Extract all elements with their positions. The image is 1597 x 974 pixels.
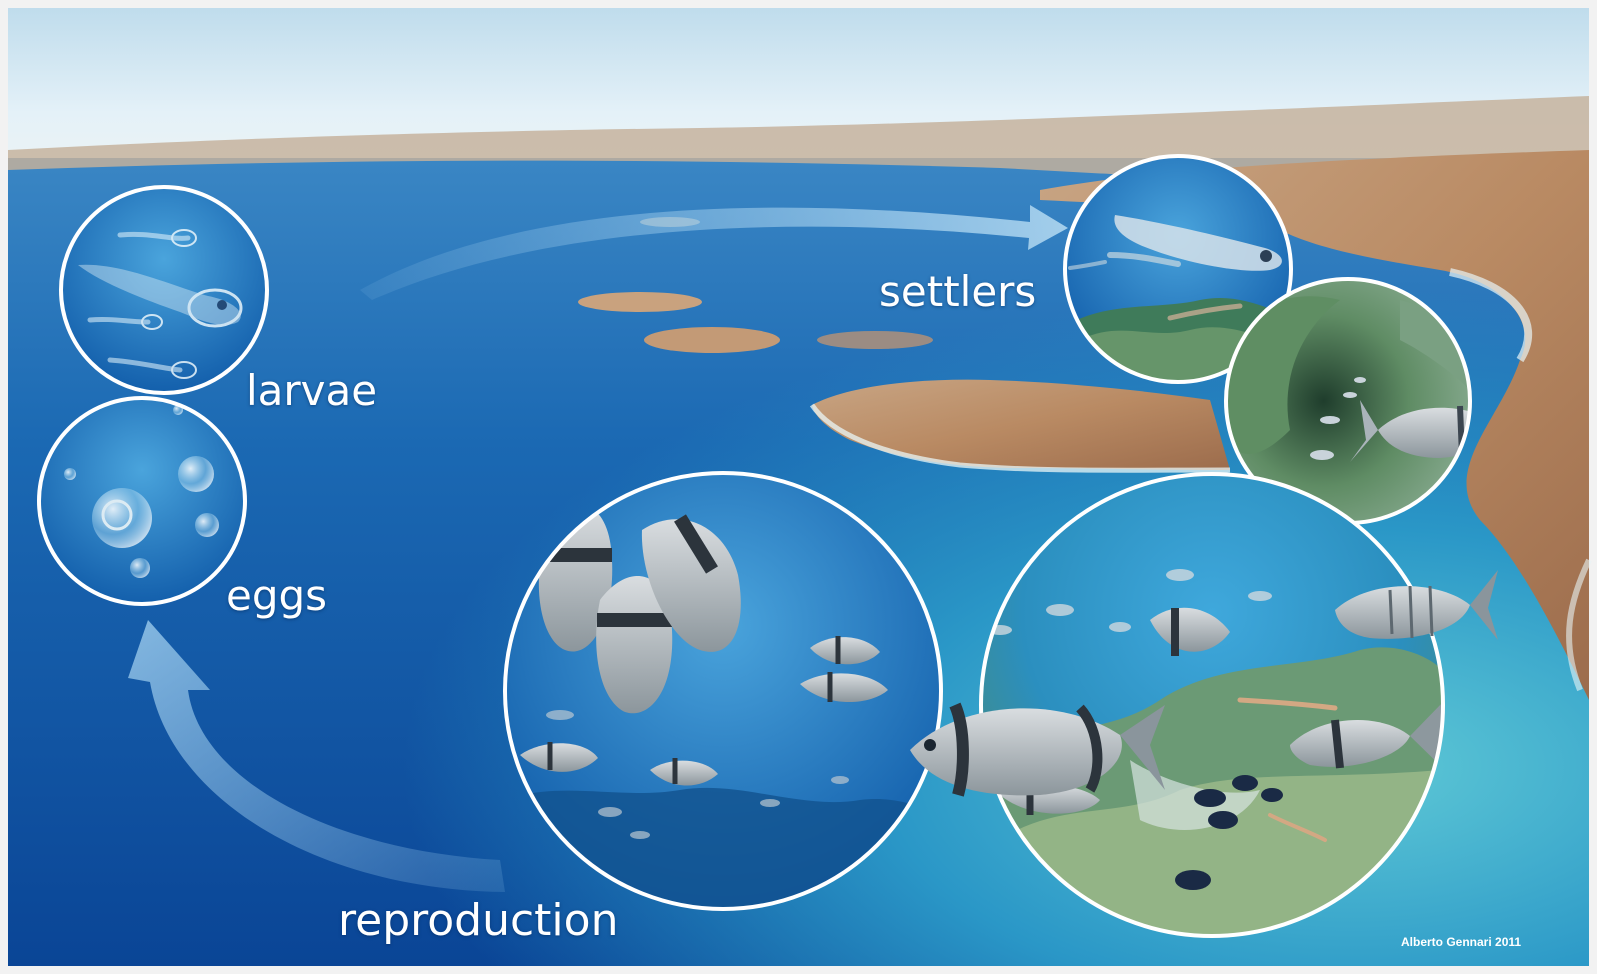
juveniles-circle: [1224, 277, 1472, 525]
reproduction-label: reproduction: [338, 895, 619, 946]
arrow-to-settlers: [360, 205, 1068, 300]
eggs-label: eggs: [226, 571, 328, 620]
arrow-to-eggs: [128, 620, 505, 892]
settlers-label: settlers: [879, 267, 1037, 316]
island: [644, 327, 780, 353]
larvae-icon: [78, 229, 243, 379]
image-credit: Alberto Gennari 2011: [1401, 935, 1522, 949]
eggs-circle: [37, 396, 247, 606]
larvae-circle: [59, 185, 269, 395]
island: [817, 331, 933, 349]
adult-fish-icon: [1150, 607, 1230, 656]
coastline: [1040, 150, 1589, 700]
island: [578, 292, 702, 312]
eggs-icon: [64, 405, 219, 578]
fish-top-right: [1335, 570, 1498, 640]
settler-larva-icon: [1114, 215, 1282, 271]
larvae-label: larvae: [246, 366, 378, 415]
peninsula: [812, 379, 1230, 470]
large-fish: [910, 702, 1165, 797]
reproduction-circle: [503, 471, 943, 911]
